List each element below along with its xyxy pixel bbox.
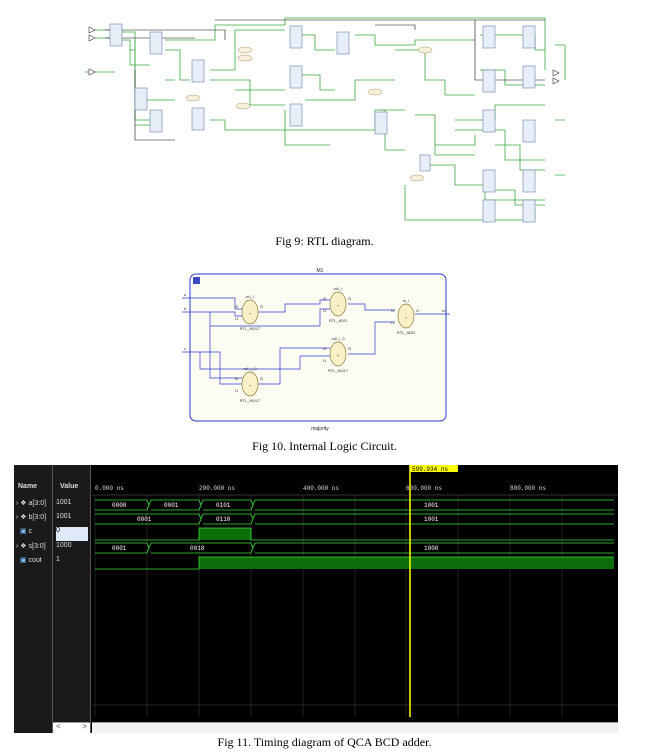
input-port-b: b (184, 306, 187, 311)
signal-value-column (53, 465, 91, 733)
cell-inst-label: m1_i (246, 294, 255, 299)
module-bottom-label: majority (311, 426, 329, 432)
rtl-schematic (85, 17, 566, 223)
pin-label: I1 (235, 316, 239, 321)
op-glyph: + (337, 353, 340, 358)
wave-area[interactable]: 599.034 ns 0.000 ns 200.000 ns 400.000 n… (92, 465, 618, 723)
pin-label: I0 (323, 346, 327, 351)
waveform-viewer: Name Value › ❖ a[3:0] 1001 › ❖ b[3:0] 10… (14, 465, 618, 733)
cell-type-label: RTL_ADD (397, 330, 415, 335)
time-tick: 400.000 ns (303, 485, 339, 492)
bit-icon: ▣ (19, 557, 27, 564)
logic-circuit: M1 majority + + + + + (180, 264, 450, 436)
pin-label: O (260, 304, 263, 309)
signal-value: 1 (56, 556, 60, 563)
module-title: M1 (317, 268, 324, 274)
scroll-left-button[interactable]: < (56, 722, 61, 731)
cell-type-label: RTL_ADD (329, 318, 347, 323)
name-column-header[interactable]: Name (18, 483, 38, 490)
bus-segment-value: 0010 (190, 545, 205, 552)
pin-label: I0 (235, 376, 239, 381)
pin-label: I0 (323, 296, 327, 301)
fig9-caption: Fig 9: RTL diagram. (275, 234, 374, 248)
bus-segment-value: 0110 (216, 516, 231, 523)
input-port-c: c (184, 346, 186, 351)
signal-name-column (14, 465, 53, 733)
signal-name: a[3:0] (28, 500, 47, 507)
signal-value: 1001 (56, 499, 72, 506)
pin-label: I1 (323, 358, 327, 363)
op-glyph: + (405, 315, 408, 320)
cell-inst-label: m_i (403, 298, 410, 303)
pin-label: I1 (323, 308, 327, 313)
pin-label: I1 (391, 320, 395, 325)
bus-segment-value: 0001 (112, 545, 127, 552)
bus-segment-value: 1001 (424, 516, 439, 523)
signal-name: b[3:0] (28, 514, 47, 521)
signal-row-a[interactable]: › ❖ a[3:0] (16, 500, 47, 507)
signal-name: c (28, 528, 32, 535)
pin-label: I0 (391, 308, 395, 313)
signal-value: 1000 (56, 542, 72, 549)
op-glyph: + (249, 383, 252, 388)
pin-label: O (348, 346, 351, 351)
value-column-header[interactable]: Value (60, 483, 79, 490)
pin-label: I1 (235, 388, 239, 393)
signal-row-b[interactable]: › ❖ b[3:0] (16, 514, 47, 521)
bus-segment-value: 1000 (424, 545, 439, 552)
bus-segment-value: 0001 (137, 516, 152, 523)
signal-c-high (199, 528, 251, 540)
signal-value: 1001 (56, 513, 72, 520)
signal-row-s[interactable]: › ❖ s[3:0] (16, 543, 46, 550)
fig11-caption: Fig 11. Timing diagram of QCA BCD adder. (217, 735, 432, 749)
time-tick: 200.000 ns (199, 485, 235, 492)
cell-type-label: RTL_MULT (328, 368, 349, 373)
bus-icon: ❖ (20, 543, 27, 550)
signal-row-cout[interactable]: ▣ cout (16, 556, 42, 570)
scroll-right-button[interactable]: > (82, 722, 87, 731)
bus-segment-value: 0101 (216, 502, 231, 509)
value-scrollbar[interactable]: < > (53, 722, 90, 733)
time-tick: 0.000 ns (95, 485, 124, 492)
op-glyph: + (337, 303, 340, 308)
cell-inst-label: m1_i_0 (243, 366, 257, 371)
bus-segment-value: 0001 (164, 502, 179, 509)
bus-icon: ❖ (20, 500, 27, 507)
rtl-diagram (75, 10, 570, 232)
cell-type-label: RTL_MULT (240, 326, 261, 331)
pin-label: O (348, 296, 351, 301)
bus-segment-value: 0000 (112, 502, 127, 509)
fig10-caption: Fig 10. Internal Logic Circuit. (252, 439, 397, 453)
wave-scrollbar[interactable] (92, 722, 618, 733)
cursor-time-label: 599.034 ns (412, 466, 448, 473)
time-tick: 600.000 ns (406, 485, 442, 492)
signal-value-selected: 0 (56, 527, 88, 541)
time-tick: 800.000 ns (510, 485, 546, 492)
signal-row-c[interactable]: ▣ c (16, 527, 32, 541)
op-glyph: + (249, 311, 252, 316)
bus-icon: ❖ (20, 514, 27, 521)
signal-cout-high (199, 557, 614, 569)
signal-name: s[3:0] (28, 543, 46, 550)
bus-segment-value: 1001 (424, 502, 439, 509)
cell-inst-label: m0_i_0 (331, 336, 345, 341)
input-port-a: a (184, 292, 187, 297)
cell-inst-label: m0_i (334, 286, 343, 291)
output-port-m: m (442, 308, 446, 313)
pin-label: O (416, 308, 419, 313)
logic-schematic: M1 majority + + + + + (182, 268, 450, 432)
pin-label: O (260, 376, 263, 381)
pin-label: I0 (235, 304, 239, 309)
signal-name: cout (28, 557, 42, 564)
bit-icon: ▣ (19, 528, 27, 535)
cell-type-label: RTL_MULT (240, 398, 261, 403)
